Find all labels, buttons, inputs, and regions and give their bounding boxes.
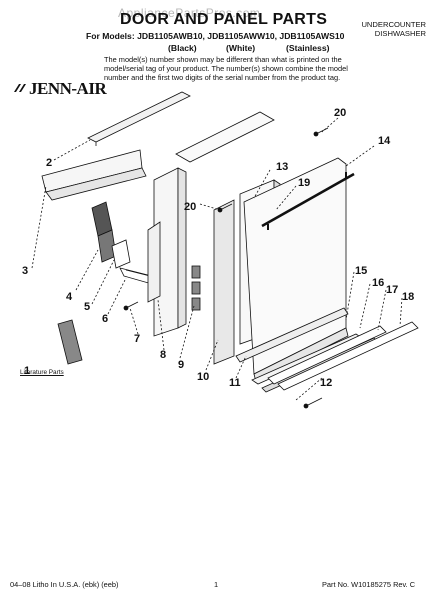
part-frame-top <box>175 111 275 163</box>
color-black: (Black) <box>168 43 197 53</box>
callout-6: 6 <box>102 313 108 325</box>
callout-20-left: 20 <box>184 201 196 213</box>
part-10-insulation-panel <box>213 199 235 365</box>
callout-16: 16 <box>372 277 384 289</box>
part-12-screw <box>303 397 323 409</box>
callout-15: 15 <box>355 265 367 277</box>
callout-1: 1 <box>24 365 30 377</box>
literature-parts-label: Literature Parts <box>20 369 64 376</box>
color-stainless: (Stainless) <box>286 43 330 53</box>
part-11-toe-strip <box>235 307 349 363</box>
callout-12: 12 <box>320 377 332 389</box>
footer-page-number: 1 <box>214 580 219 589</box>
callout-13: 13 <box>276 161 288 173</box>
part-9-hinge-clips <box>191 265 201 311</box>
footer-part-number: Part No. W10185275 Rev. C <box>322 580 416 589</box>
footer-litho: 04–08 Litho In U.S.A. (ebk) (eeb) <box>10 580 119 589</box>
model-notice: The model(s) number shown may be differe… <box>104 55 348 82</box>
part-2-top-trim <box>87 91 191 143</box>
callout-11: 11 <box>229 377 241 389</box>
part-1-literature <box>57 319 83 365</box>
part-17-kick-plate <box>267 325 387 385</box>
callout-8: 8 <box>160 349 166 361</box>
callout-14: 14 <box>378 135 391 147</box>
callout-20-top: 20 <box>334 107 346 119</box>
part-19-door-handle <box>261 172 355 230</box>
product-type-line2: DISHWASHER <box>374 29 426 38</box>
jenn-air-logo-icon <box>14 84 26 92</box>
callout-3: 3 <box>22 265 28 277</box>
callout-9: 9 <box>178 359 184 371</box>
models-line: For Models: JDB1105AWB10, JDB1105AWW10, … <box>86 31 345 41</box>
callout-4: 4 <box>66 291 73 303</box>
part-7-screw <box>123 301 139 311</box>
callout-17: 17 <box>386 284 398 296</box>
brand-name: JENN-AIR <box>29 79 107 98</box>
product-type-line1: UNDERCOUNTER <box>361 20 426 29</box>
callout-7: 7 <box>134 333 140 345</box>
callout-leaders <box>31 117 403 401</box>
callout-18: 18 <box>402 291 414 303</box>
callout-19: 19 <box>298 177 310 189</box>
page-title: DOOR AND PANEL PARTS <box>120 11 328 28</box>
color-white: (White) <box>226 43 256 53</box>
callout-2: 2 <box>46 157 52 169</box>
callout-5: 5 <box>84 301 90 313</box>
watermark: AppliancePartsPros.com <box>118 6 261 20</box>
part-18-kick-plate-panel <box>277 321 419 391</box>
callout-10: 10 <box>197 371 209 383</box>
part-6-latch-bracket <box>119 267 153 285</box>
part-5-switch <box>111 239 131 269</box>
product-type: UNDERCOUNTER DISHWASHER <box>358 20 426 38</box>
